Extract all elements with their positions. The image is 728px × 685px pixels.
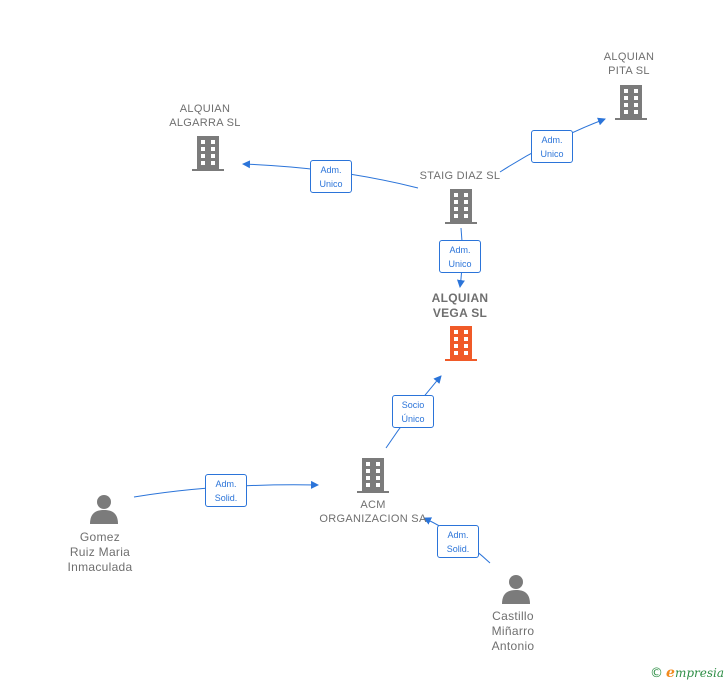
edge-label-staig-vega[interactable]: Adm. Unico	[439, 240, 481, 273]
node-label-alquian-vega[interactable]: ALQUIAN VEGA SL	[431, 291, 489, 320]
edge-label-castillo-acm[interactable]: Adm. Solid.	[437, 525, 479, 558]
brand-name: mpresia	[674, 666, 724, 680]
node-label-staig-diaz[interactable]: STAIG DIAZ SL	[419, 170, 501, 182]
building-icon-alquian-vega[interactable]	[445, 326, 477, 361]
brand-initial: e	[666, 665, 675, 681]
edge-label-line: Adm.	[320, 165, 342, 175]
node-label-alquian-pita[interactable]: ALQUIAN PITA SL	[603, 51, 655, 77]
edge-label-staig-pita[interactable]: Adm. Unico	[531, 130, 573, 163]
node-label-acm[interactable]: ACM ORGANIZACION SA	[319, 499, 427, 525]
edge-label-line: Unico	[540, 149, 564, 159]
node-label-castillo[interactable]: Castillo Miñarro Antonio	[491, 609, 535, 653]
brand-footer[interactable]: ©empresia	[650, 665, 724, 681]
edge-label-line: Solid.	[214, 493, 238, 503]
node-label-gomez[interactable]: Gomez Ruiz Maria Inmaculada	[67, 530, 133, 574]
edge-label-acm-vega[interactable]: Socio Único	[392, 395, 434, 428]
edge-label-line: Adm.	[215, 479, 237, 489]
edge-label-gomez-acm[interactable]: Adm. Solid.	[205, 474, 247, 507]
building-icon-alquian-algarra[interactable]	[192, 136, 224, 171]
edge-label-staig-algarra[interactable]: Adm. Unico	[310, 160, 352, 193]
edge-label-line: Unico	[448, 259, 472, 269]
person-icon-gomez[interactable]	[89, 494, 119, 524]
building-icon-alquian-pita[interactable]	[615, 85, 647, 120]
node-label-alquian-algarra[interactable]: ALQUIAN ALGARRA SL	[169, 103, 241, 129]
edge-label-line: Unico	[319, 179, 343, 189]
person-icon-castillo[interactable]	[501, 574, 531, 604]
building-icon-acm[interactable]	[357, 458, 389, 493]
edge-label-line: Adm.	[541, 135, 563, 145]
edge-label-line: Único	[401, 414, 425, 424]
copyright-icon: ©	[650, 666, 664, 681]
edge-label-line: Solid.	[446, 544, 470, 554]
edge-label-line: Socio	[401, 400, 425, 410]
edge-label-line: Adm.	[449, 245, 471, 255]
building-icon-staig-diaz[interactable]	[445, 189, 477, 224]
edge-label-line: Adm.	[447, 530, 469, 540]
